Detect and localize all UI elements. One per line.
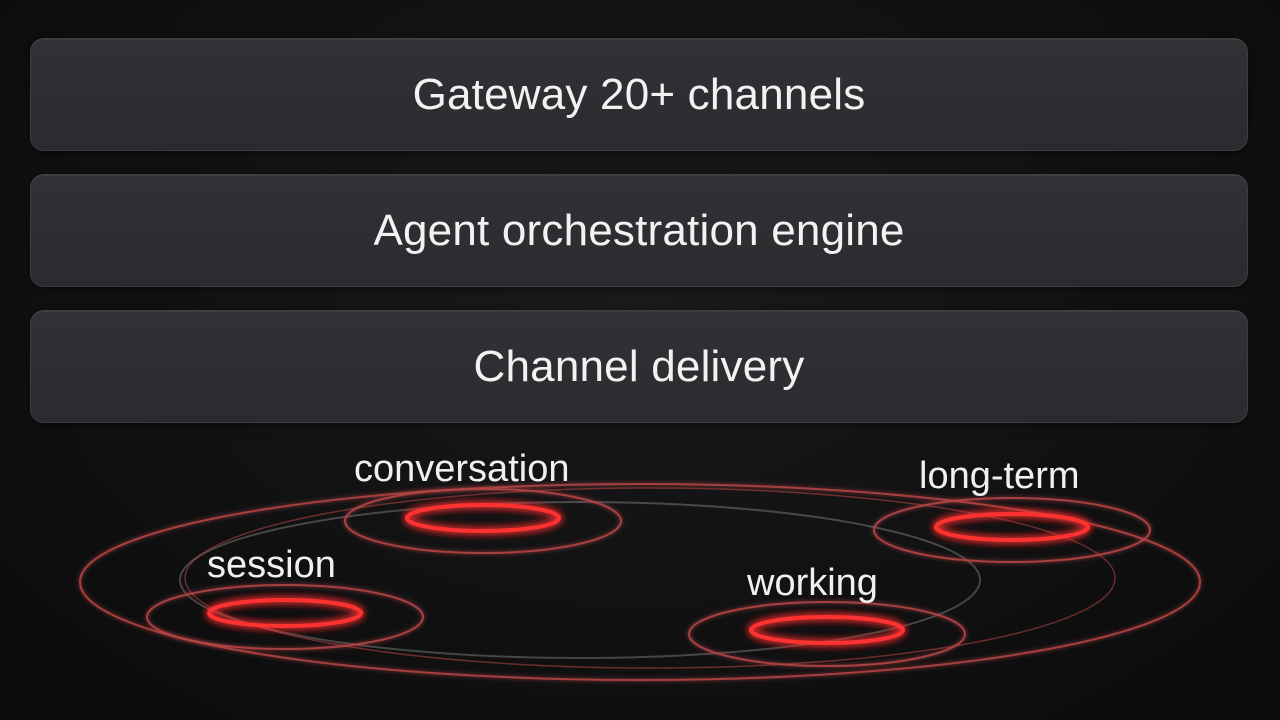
long-term-label: long-term [919, 455, 1080, 497]
orbit-middle [184, 487, 1116, 669]
layer-delivery: Channel delivery [30, 310, 1248, 423]
working-ring-core [749, 615, 905, 645]
orbit-outer [79, 483, 1201, 681]
session-ring-core [207, 598, 363, 628]
layer-orchestration: Agent orchestration engine [30, 174, 1248, 287]
working-label: working [747, 562, 878, 604]
session-ring-outer [146, 584, 424, 650]
long-term-ring-outer [873, 497, 1151, 563]
memory-rings [79, 483, 1201, 681]
orbit-inner [179, 501, 981, 659]
layer-gateway-label: Gateway 20+ channels [412, 69, 866, 119]
layer-delivery-label: Channel delivery [473, 341, 805, 391]
working-ring-outer [688, 601, 966, 667]
memory-diagram: conversation long-term session working [0, 430, 1280, 720]
conversation-ring-outer [344, 488, 622, 554]
conversation-ring-core [405, 503, 561, 533]
layer-orchestration-label: Agent orchestration engine [373, 205, 905, 255]
session-label: session [207, 544, 336, 586]
long-term-ring-core [934, 512, 1090, 542]
conversation-label: conversation [354, 448, 570, 490]
layer-gateway: Gateway 20+ channels [30, 38, 1248, 151]
